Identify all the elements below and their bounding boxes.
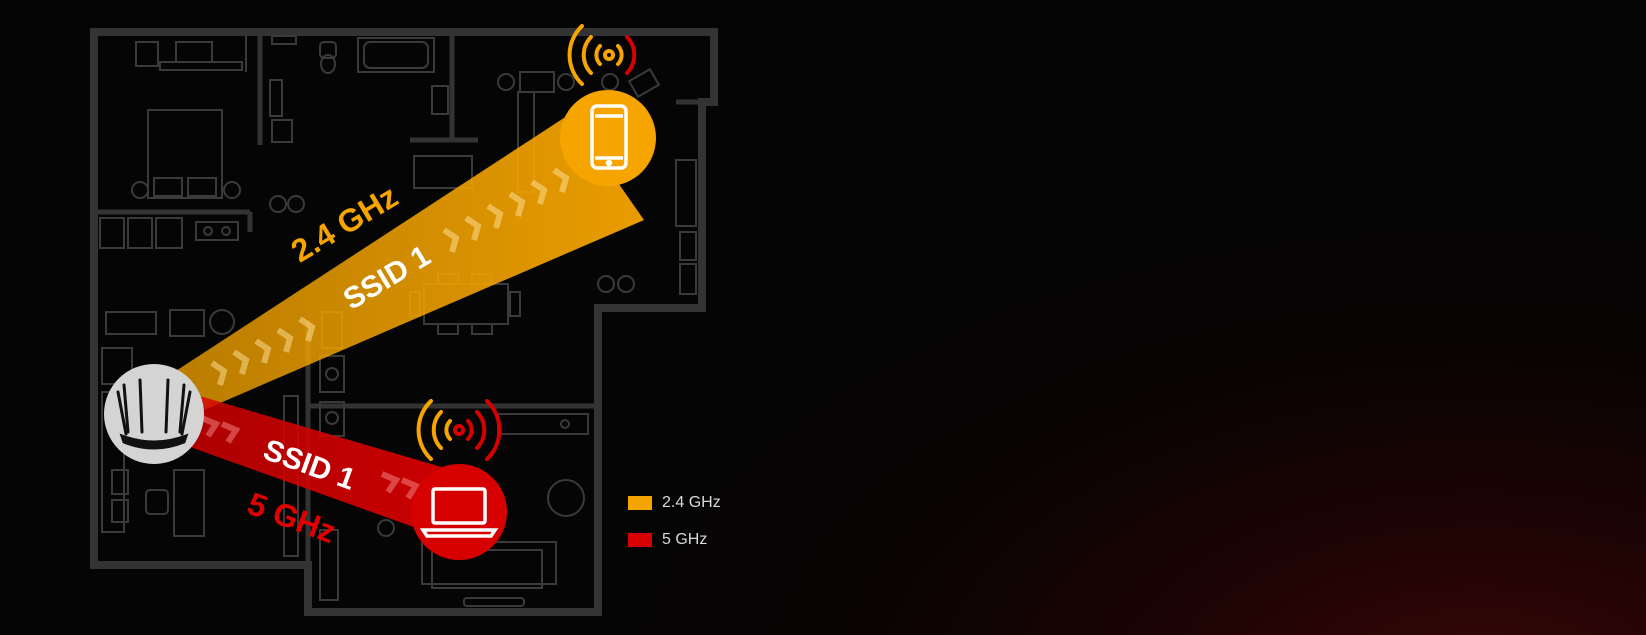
router-icon	[116, 378, 192, 450]
legend-label-5-ghz: 5 GHz	[662, 531, 708, 548]
router-node	[104, 364, 204, 464]
laptop-node	[411, 399, 507, 560]
wifi-signal-icon	[567, 24, 637, 86]
legend: 2.4 GHz 5 GHz	[628, 493, 721, 567]
phone-node	[560, 24, 656, 186]
wifi-signal-icon	[416, 399, 502, 461]
legend-item-2-4-ghz: 2.4 GHz	[628, 493, 721, 513]
beam-5-ghz: SSID 1 5 GHz	[176, 392, 472, 550]
legend-item-5-ghz: 5 GHz	[628, 530, 721, 550]
legend-swatch-5-ghz	[628, 533, 652, 547]
laptop-icon	[419, 487, 499, 538]
legend-label-2-4-ghz: 2.4 GHz	[662, 494, 721, 511]
legend-swatch-2-4-ghz	[628, 496, 652, 510]
smartphone-icon	[590, 104, 628, 170]
floor-plan	[90, 28, 718, 616]
